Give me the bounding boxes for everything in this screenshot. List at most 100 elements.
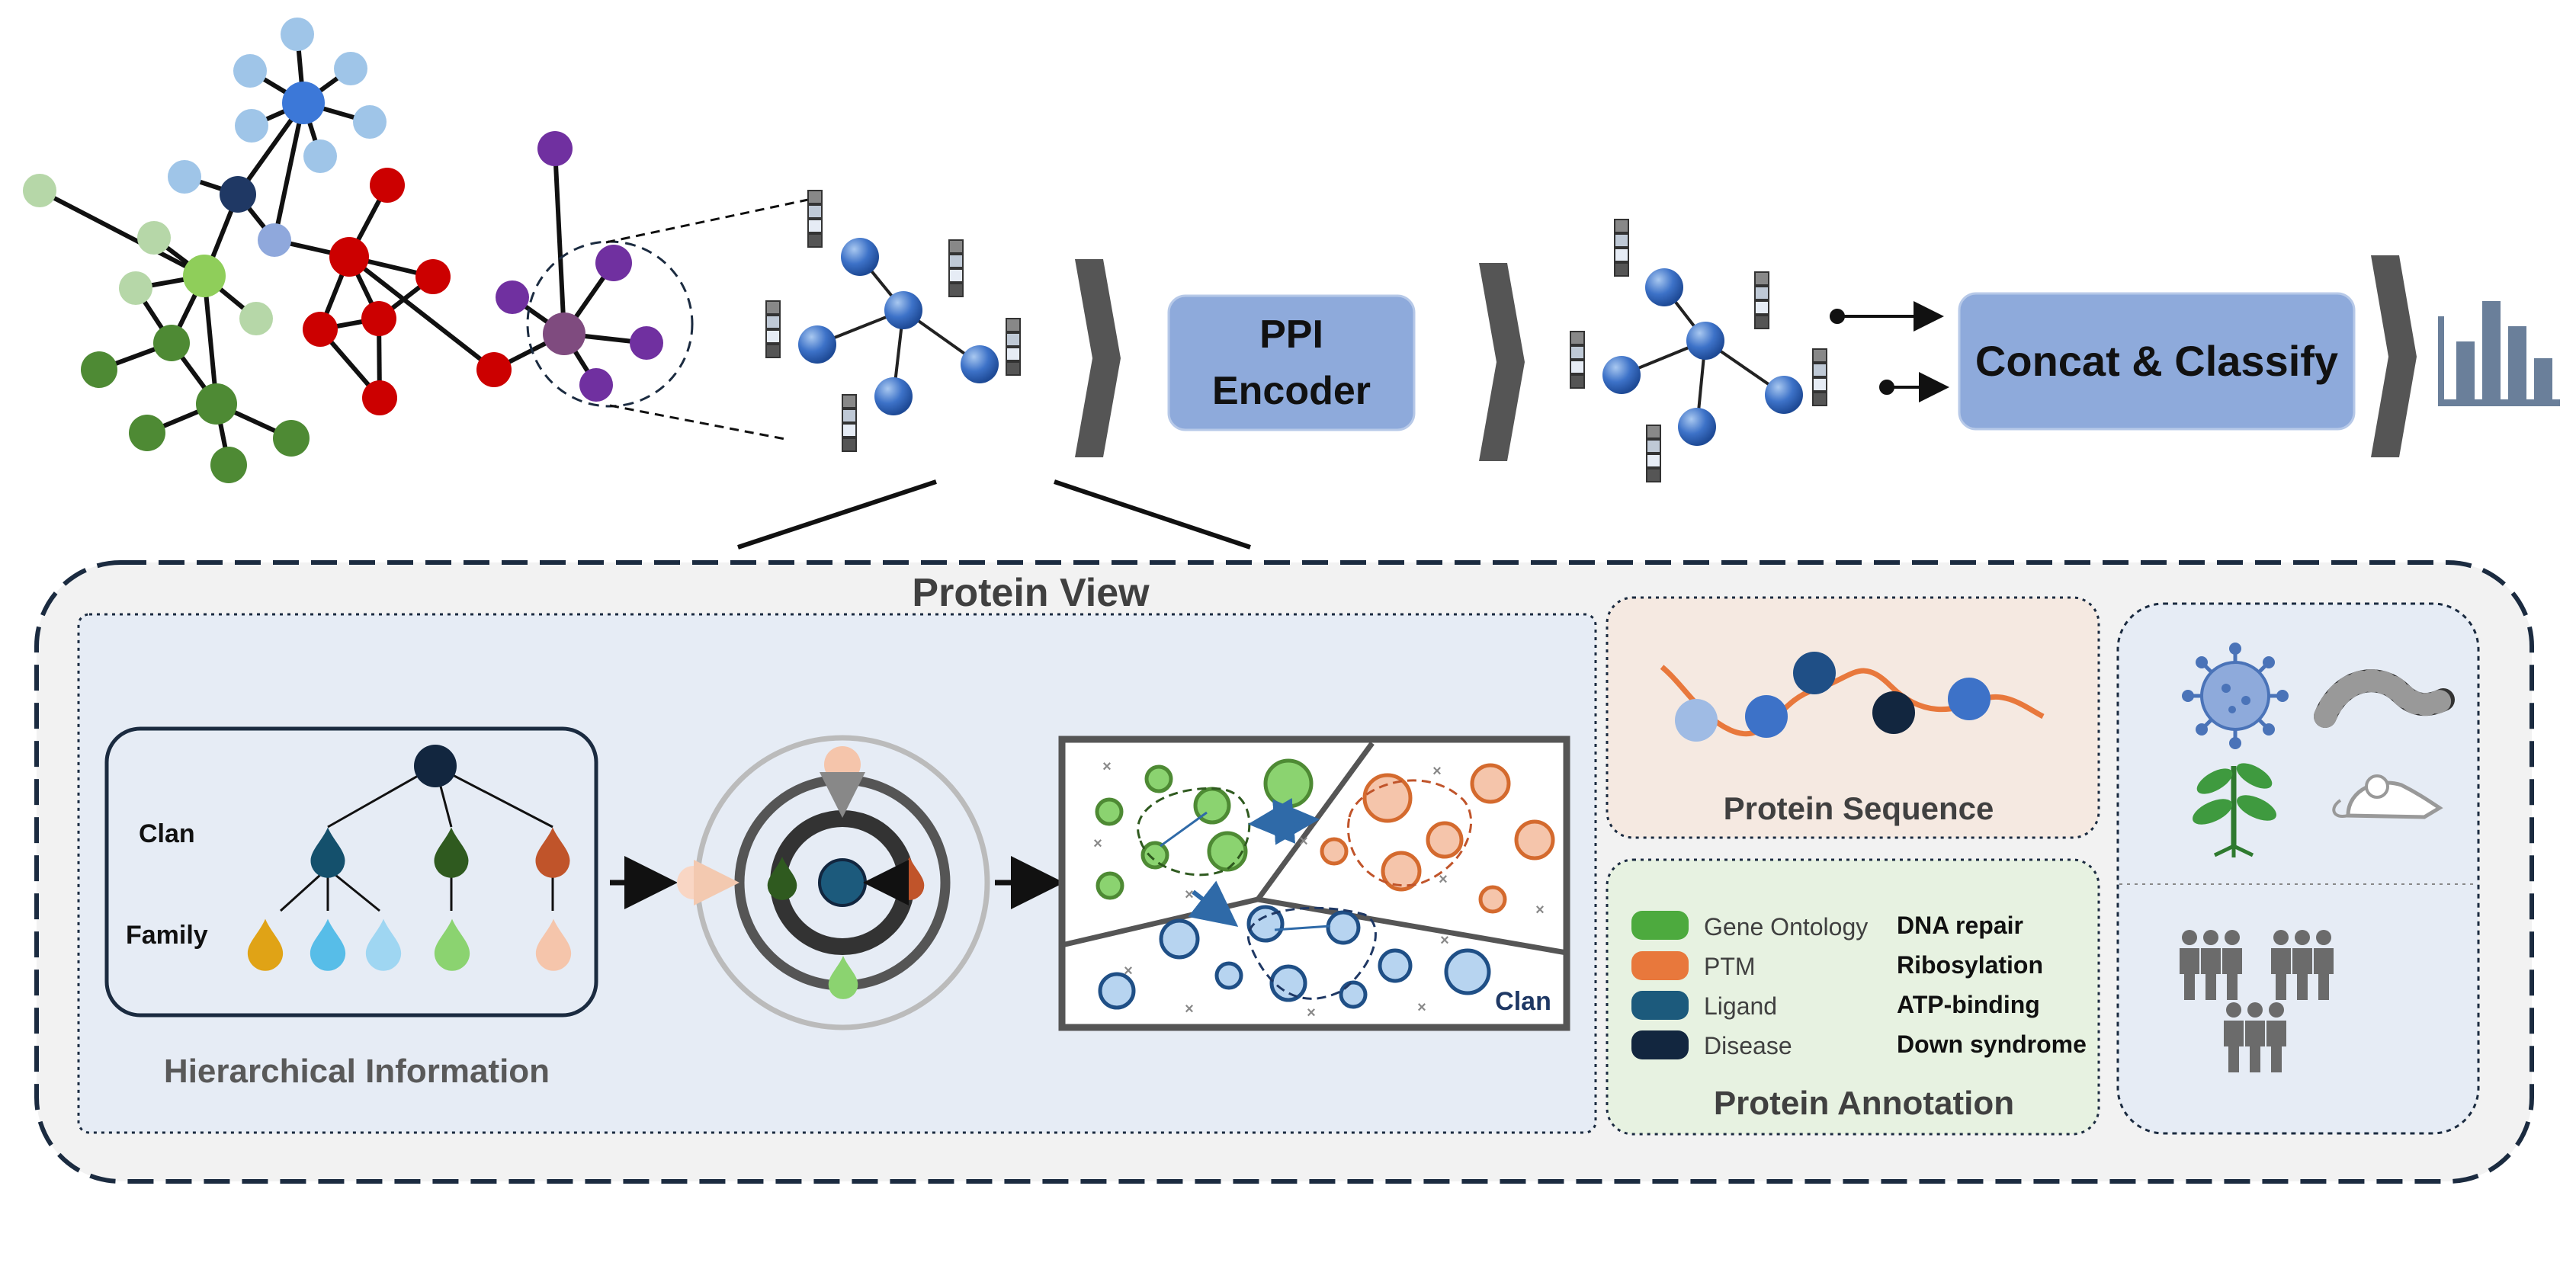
feature-cell xyxy=(1646,468,1661,482)
feature-vector xyxy=(1614,219,1629,277)
feature-cell xyxy=(1812,348,1827,363)
encoder-label-line1: PPI xyxy=(1259,312,1323,357)
svg-text:×: × xyxy=(1185,1001,1194,1018)
feature-cell xyxy=(1614,233,1629,248)
feature-cell xyxy=(1754,271,1769,286)
svg-text:×: × xyxy=(1432,763,1442,780)
person-body xyxy=(2224,1021,2244,1072)
residue-node xyxy=(1793,652,1836,694)
feature-cell xyxy=(1614,219,1629,233)
person-body xyxy=(2266,1021,2286,1072)
feature-vector xyxy=(807,190,823,248)
person-head xyxy=(2316,930,2331,945)
family-label: Family xyxy=(126,921,208,950)
feature-cell xyxy=(948,268,964,283)
feature-cell xyxy=(1006,347,1021,361)
annotation-example: Ribosylation xyxy=(1897,951,2043,979)
feature-cell xyxy=(1812,392,1827,406)
feature-cell xyxy=(807,219,823,233)
feature-cell xyxy=(1754,315,1769,329)
feature-cell xyxy=(765,315,781,329)
protein-view-panel: Protein View Hierarchical Information Cl… xyxy=(34,560,2534,1184)
protein-sequence-panel: Protein Sequence xyxy=(1606,596,2100,839)
svg-text:×: × xyxy=(1417,999,1426,1016)
annotation-caption: Protein Annotation xyxy=(1714,1085,2014,1122)
feature-vector xyxy=(948,239,964,297)
graph-nodes xyxy=(23,18,663,483)
annotation-category: Gene Ontology xyxy=(1704,913,1868,941)
feature-vector xyxy=(765,300,781,358)
feature-cell xyxy=(948,283,964,297)
annotation-example: Down syndrome xyxy=(1897,1030,2087,1058)
sequence-caption: Protein Sequence xyxy=(1724,790,1994,826)
person-head xyxy=(2269,1002,2284,1018)
svg-text:×: × xyxy=(1440,932,1449,949)
bar-chart-icon xyxy=(2438,301,2560,406)
feature-cell xyxy=(1614,248,1629,262)
noise-markers: ××× ××× ××× ××× xyxy=(1093,758,1545,1021)
person-body xyxy=(2222,948,2242,1000)
protein-view-title: Protein View xyxy=(912,571,1150,615)
annotation-example: DNA repair xyxy=(1897,912,2023,939)
svg-text:×: × xyxy=(1185,886,1194,903)
feature-cell xyxy=(1646,454,1661,468)
residue-node xyxy=(1745,695,1788,738)
person-head xyxy=(2247,1002,2263,1018)
feature-cell xyxy=(1006,361,1021,376)
person-body xyxy=(2271,948,2291,1000)
svg-text:×: × xyxy=(1439,871,1448,888)
clan-label: Clan xyxy=(139,819,195,848)
feature-cell xyxy=(1006,318,1021,332)
person-head xyxy=(2273,930,2289,945)
person-head xyxy=(2226,1002,2241,1018)
encoder-label-line2: Encoder xyxy=(1212,369,1371,413)
hierarchy-tree: Clan Family xyxy=(104,726,598,1018)
feature-cell xyxy=(1570,345,1585,360)
feature-vector xyxy=(842,394,857,452)
person-head xyxy=(2295,930,2310,945)
hyperbolic-rings xyxy=(677,735,990,1030)
virus-icon xyxy=(2182,643,2289,749)
person-head xyxy=(2203,930,2218,945)
feature-cell xyxy=(1646,439,1661,454)
classifier-label: Concat & Classify xyxy=(1975,337,2338,385)
feature-cell xyxy=(1812,377,1827,392)
person-body xyxy=(2292,948,2312,1000)
feature-cell xyxy=(765,344,781,358)
feature-cell xyxy=(842,423,857,437)
feature-cell xyxy=(1570,360,1585,374)
feature-cell xyxy=(1812,363,1827,377)
feature-cell xyxy=(948,239,964,254)
feature-cell xyxy=(1754,300,1769,315)
protein-annotation-panel: Gene Ontology PTM Ligand Disease DNA rep… xyxy=(1606,858,2100,1136)
residue-node xyxy=(1948,678,1991,720)
annotation-category: PTM xyxy=(1704,953,1756,980)
concat-arrows xyxy=(1830,301,1949,402)
feature-cell xyxy=(807,190,823,204)
residue-node xyxy=(1872,691,1915,734)
chevron-arrow-3 xyxy=(2371,255,2417,457)
plant-icon xyxy=(2193,763,2276,857)
chevron-arrow-2 xyxy=(1479,263,1525,461)
annotation-category: Ligand xyxy=(1704,992,1777,1020)
feature-cell xyxy=(842,437,857,452)
svg-text:×: × xyxy=(1124,963,1133,979)
feature-vector xyxy=(1812,348,1827,406)
person-body xyxy=(2314,948,2334,1000)
svg-text:×: × xyxy=(1093,835,1102,852)
clan-space-label: Clan xyxy=(1495,987,1551,1016)
annotation-category: Disease xyxy=(1704,1032,1792,1059)
people-icon xyxy=(2180,930,2334,1072)
mouse-icon xyxy=(2332,774,2443,819)
feature-cell xyxy=(807,233,823,248)
hierarchical-panel: Hierarchical Information Clan Family xyxy=(77,613,1597,1134)
concat-classify-box: Concat & Classify xyxy=(1958,292,2356,431)
person-body xyxy=(2180,948,2199,1000)
clan-embedding-space: ××× ××× ××× ××× Clan xyxy=(1058,736,1570,1031)
svg-text:×: × xyxy=(1535,902,1545,918)
feature-cell xyxy=(765,300,781,315)
species-panel xyxy=(2116,602,2480,1135)
person-head xyxy=(2182,930,2197,945)
svg-text:×: × xyxy=(1102,758,1112,775)
feature-cell xyxy=(1754,286,1769,300)
